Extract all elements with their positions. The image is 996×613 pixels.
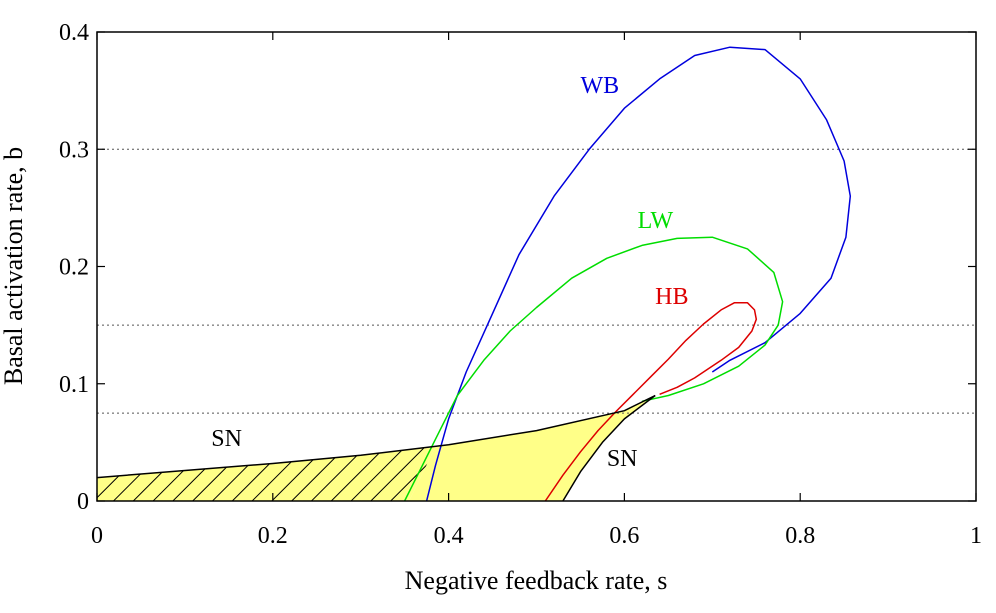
series-labels: WB LW HB SN SN xyxy=(211,73,688,472)
x-tick-label: 0.2 xyxy=(258,523,288,549)
shaded-region-1 xyxy=(409,395,656,501)
x-tick-label: 0.8 xyxy=(785,523,815,549)
x-tick-label: 0 xyxy=(91,523,103,549)
series-line-sn-4 xyxy=(562,394,656,501)
y-tick-label: 0.4 xyxy=(59,20,89,46)
series-label-hb-2: HB xyxy=(655,284,688,310)
x-tick-label: 0.6 xyxy=(609,523,639,549)
series-line-sn-3 xyxy=(97,394,656,479)
y-axis-label: Basal activation rate, b xyxy=(0,147,28,385)
shaded-regions xyxy=(97,395,656,501)
x-tick-label: 1 xyxy=(970,523,982,549)
y-tick-label: 0.3 xyxy=(59,137,89,163)
series-line-lw-1 xyxy=(403,236,784,501)
y-tick-label: 0.2 xyxy=(59,255,89,281)
series-label-wb-0: WB xyxy=(580,73,619,99)
series-label-sn-4: SN xyxy=(607,446,638,472)
series-label-sn-3: SN xyxy=(211,426,242,452)
reference-lines xyxy=(97,148,976,414)
series-label-lw-1: LW xyxy=(638,208,674,234)
hatch-overlay-0 xyxy=(97,447,436,501)
x-axis-label: Negative feedback rate, s xyxy=(405,566,668,595)
y-tick-label: 0 xyxy=(77,489,89,515)
ticks: 0 0.2 0.4 0.6 0.8 1 0 0.1 0.2 0.3 0.4 xyxy=(59,20,982,549)
series-group xyxy=(97,46,852,501)
y-tick-label: 0.1 xyxy=(59,372,89,398)
series-line-wb-0 xyxy=(425,46,852,501)
series-line-hb-2 xyxy=(544,302,758,501)
x-tick-label: 0.4 xyxy=(434,523,464,549)
